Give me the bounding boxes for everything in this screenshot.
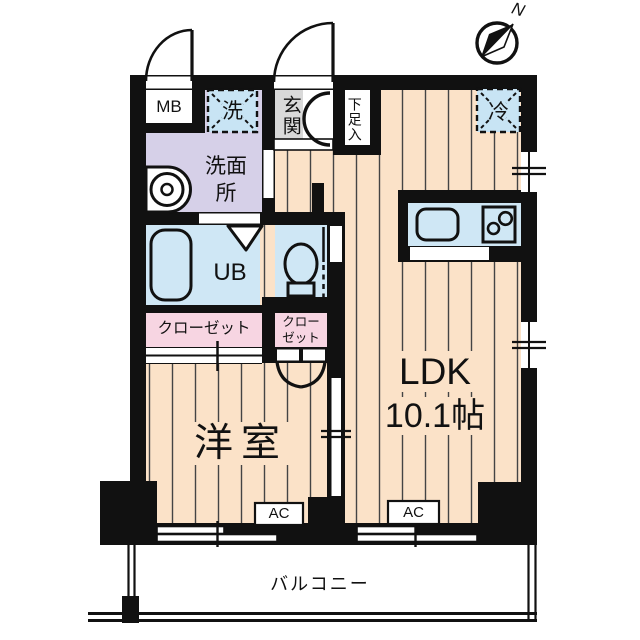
- mb-door-arc: [144, 28, 193, 82]
- washroom-label: 洗面所: [205, 155, 247, 206]
- western-room-label: 洋室: [147, 421, 327, 468]
- corner-marks: [211, 92, 517, 129]
- closet-door-panel: [301, 347, 327, 363]
- closet-door-panel: [275, 347, 301, 363]
- mb-door-opening: [146, 76, 192, 89]
- shoe-cabinet-door-arcs: [302, 91, 331, 147]
- stove: [481, 205, 517, 244]
- openings: [146, 76, 546, 547]
- balcony-label: バルコニー: [270, 574, 370, 594]
- appliance-boxes: [206, 87, 522, 134]
- bath-door-opening: [199, 213, 260, 224]
- refrigerator-label: 冷: [488, 101, 509, 124]
- ldk-size-label: 10.1帖: [350, 396, 520, 437]
- closet-sliding-door: [146, 356, 262, 363]
- kitchen-counter: [408, 203, 521, 260]
- entrance-label: 玄関: [279, 95, 301, 137]
- ac-box-west: [253, 501, 305, 527]
- entrance-step: [273, 138, 334, 151]
- bathtub: [149, 228, 193, 302]
- entrance-door-arc: [272, 21, 334, 83]
- compass-north-icon: [475, 21, 519, 65]
- bath-folding-door-icon: [226, 224, 264, 252]
- ac-box-ldk: [386, 499, 441, 526]
- toilet-bowl: [283, 242, 319, 286]
- burner-icon: [486, 221, 501, 236]
- closet-door-swing-arcs: [275, 361, 327, 389]
- unit-bath-label: UB: [213, 259, 247, 286]
- entrance-floor: [274, 88, 305, 139]
- ldk-window-lower: [512, 322, 546, 368]
- entrance-door-opening: [274, 76, 333, 89]
- washer-label: 洗: [222, 100, 243, 123]
- washroom-door-opening: [263, 150, 274, 198]
- ac-ldk-label: AC: [403, 504, 424, 521]
- toilet-tank: [286, 281, 316, 298]
- ldk-window-upper: [512, 152, 546, 192]
- closet-main-label: クローゼット: [157, 320, 251, 337]
- ac-west-label: AC: [268, 505, 290, 522]
- closet-main-floor: [146, 313, 262, 347]
- meter-box-label: MB: [156, 97, 182, 116]
- ldk-label: LDK: [360, 350, 510, 394]
- meter-box-floor: [146, 90, 192, 123]
- balcony-window-west: [156, 521, 278, 547]
- fixtures: [144, 165, 319, 302]
- burner-icon: [497, 210, 514, 227]
- closet-sliding-door: [146, 348, 262, 355]
- closet-small-label: クローゼット: [282, 315, 320, 345]
- kitchen-sink: [415, 207, 460, 242]
- door-arcs: [144, 21, 335, 147]
- toilet-door-opening: [330, 226, 342, 262]
- closet-small-floor: [275, 313, 327, 347]
- washbasin-drain: [160, 182, 174, 197]
- washer-box: [206, 88, 259, 134]
- balcony-rails: [88, 545, 537, 623]
- shoe-cabinet-box: [345, 90, 370, 145]
- shoe-cabinet-label: 下足入: [346, 96, 363, 142]
- balcony-window-ldk: [356, 521, 478, 547]
- refrigerator-box: [475, 87, 522, 134]
